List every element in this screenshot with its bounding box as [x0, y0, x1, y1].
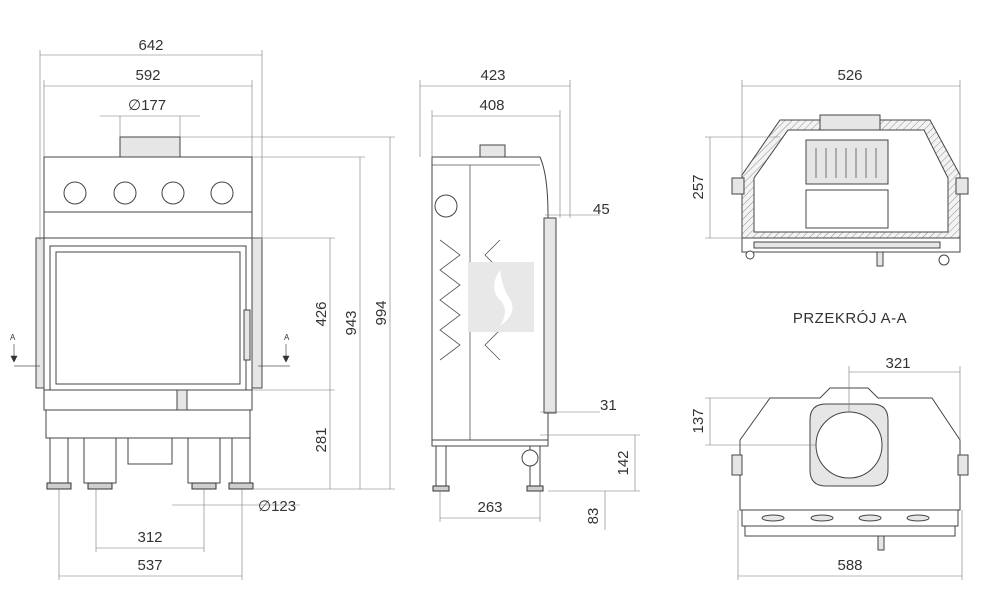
- dim-leg-height: 83: [585, 508, 602, 525]
- lower-frame: [45, 409, 251, 439]
- section-grate: [805, 139, 889, 185]
- side-vent: [434, 194, 458, 218]
- legs: [46, 437, 254, 490]
- side-door: [543, 217, 557, 414]
- upper-trim: [43, 211, 253, 239]
- dim-leg-spacing: 312: [137, 529, 162, 546]
- door-glass: [55, 251, 241, 385]
- top-vents: [761, 514, 930, 522]
- ash-lip: [43, 389, 253, 411]
- flame-icon: [494, 270, 513, 326]
- dim-glass-height: 426: [313, 301, 330, 326]
- dim-total-width: 642: [138, 37, 163, 54]
- air-vents: [63, 181, 234, 205]
- dim-total-height: 994: [373, 300, 390, 325]
- dim-section-height: 257: [690, 174, 707, 199]
- dim-door-offset: 45: [593, 201, 610, 218]
- dim-leg-span: 537: [137, 557, 162, 574]
- dim-body-depth: 408: [479, 97, 504, 114]
- dim-door-bottom-height: 281: [313, 427, 330, 452]
- dim-flue-offset: 321: [885, 355, 910, 372]
- dim-body-width: 592: [135, 67, 160, 84]
- top-view: 321 137 588: [690, 355, 969, 580]
- side-air-inlet: [521, 449, 539, 467]
- dim-inlet-height: 142: [615, 450, 632, 475]
- flue-collar: [119, 136, 181, 158]
- dim-flue-diameter: ∅177: [128, 97, 166, 114]
- front-view: A A 642 592 ∅177 426 943 994 281 ∅123 31…: [10, 37, 395, 580]
- section-title: PRZEKRÓJ A-A: [793, 310, 907, 327]
- baffle-left: [439, 239, 461, 361]
- right-side-panel: [251, 237, 263, 389]
- side-leg-front: [435, 445, 447, 487]
- dim-section-width: 526: [837, 67, 862, 84]
- side-view: 423 408 45 31 142 83 263: [419, 67, 640, 530]
- section-mark-right: A: [284, 333, 290, 342]
- air-inlet: [127, 437, 173, 465]
- section-mark-left: A: [10, 333, 16, 342]
- dim-total-depth: 423: [480, 67, 505, 84]
- section-a-a-view: 526 257 PRZEKRÓJ A-A: [690, 67, 969, 327]
- dim-air-inlet-diameter: ∅123: [258, 498, 296, 515]
- dim-leg-depth: 263: [477, 499, 502, 516]
- top-flue-opening: [815, 411, 883, 479]
- dim-door-thickness: 31: [600, 397, 617, 414]
- dim-body-height: 943: [343, 310, 360, 335]
- side-flue: [479, 144, 506, 158]
- dim-top-total-width: 588: [837, 557, 862, 574]
- door-handle: [243, 309, 251, 361]
- dim-flue-depth: 137: [690, 408, 707, 433]
